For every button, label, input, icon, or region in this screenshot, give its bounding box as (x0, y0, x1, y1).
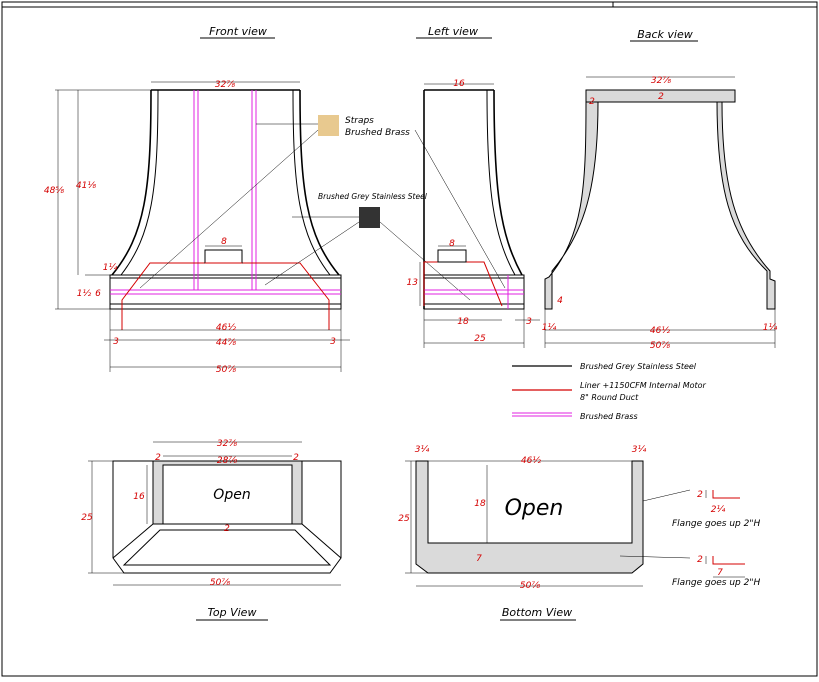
dim-left-depth: 25 (474, 334, 486, 344)
brass-leader-left (414, 129, 506, 289)
front-view-title: Front view (209, 25, 267, 38)
dim-top-width-c: 50⅞ (210, 578, 230, 588)
dim-back-wall-a: 2 (589, 97, 595, 107)
dim-top-total-depth: 25 (81, 513, 93, 523)
steel-callout-label: Brushed Grey Stainless Steel (318, 192, 428, 201)
back-right-wall (586, 89, 776, 310)
legend-liner-label: Liner +1150CFM Internal Motor (580, 381, 707, 390)
front-view: 32⅞ 48⅝ 41⅛ 1¼ 6 1½ 8 46½ 44⅞ 50⅞ 3 3 (44, 80, 350, 375)
dim-front-width-a: 46½ (216, 323, 236, 333)
left-front-curve (493, 89, 523, 276)
dim-left-height: 13 (407, 278, 419, 288)
dim-front-body-height: 41⅛ (76, 181, 96, 191)
view-titles: Front view Left view Back view Top View … (196, 25, 698, 621)
dim-front-band-gap: 1¼ (103, 263, 118, 273)
flange-note-b: Flange goes up 2"H (672, 578, 760, 588)
flange-dim-c-label: 2 (697, 555, 703, 565)
dim-front-side-a: 3 (113, 337, 119, 347)
bottom-tray (415, 460, 644, 574)
back-left-wall (544, 89, 736, 310)
left-view: 16 8 13 18 3 25 (407, 79, 540, 348)
dim-back-flange-b: 1¼ (763, 323, 778, 333)
dim-top-depth: 16 (133, 492, 145, 502)
bottom-view: 3¼ 3¼ 46½ 18 25 7 50⅞ Open (398, 445, 646, 591)
left-liner (423, 261, 503, 307)
dim-top-wall-a: 2 (155, 453, 161, 463)
steel-swatch (359, 207, 380, 228)
dim-bottom-width: 46½ (521, 456, 541, 466)
flange-details: 2 2¼ Flange goes up 2"H 2 7 Flange goes … (619, 489, 760, 588)
flange-profile-b (712, 556, 745, 565)
dim-top-width-b: 28⅞ (217, 456, 237, 466)
brass-leader-band (139, 129, 319, 289)
dim-front-top-width: 32⅞ (215, 80, 235, 90)
left-collar (437, 249, 467, 263)
dim-left-collar: 8 (449, 239, 455, 249)
dim-left-liner: 18 (457, 317, 469, 327)
back-view-title: Back view (637, 28, 693, 41)
straps-label: Straps (345, 116, 374, 126)
front-liner (121, 262, 330, 330)
dim-front-band-label-b: 1½ (77, 289, 92, 299)
brass-swatch (318, 115, 339, 136)
dim-bottom-flange-b: 3¼ (632, 445, 647, 455)
dim-back-width-a: 46½ (650, 326, 670, 336)
dim-back-top: 32⅞ (651, 76, 671, 86)
dim-top-inner: 2 (224, 524, 230, 534)
steel-leader-left (379, 221, 471, 301)
back-view: 32⅞ 2 2 4 1¼ 1¼ 46½ 50⅞ (542, 76, 778, 351)
dim-back-flange-a: 1¼ (542, 323, 557, 333)
bottom-open-label: Open (505, 496, 564, 521)
dim-bottom-total-depth: 25 (398, 514, 410, 524)
dim-front-width-b: 44⅞ (216, 338, 236, 348)
flange-leader-b (619, 555, 691, 559)
dim-back-wall-b: 2 (658, 92, 664, 102)
front-band (109, 274, 342, 310)
top-view: 32⅞ 28⅞ 2 2 16 25 2 50⅞ Open (81, 439, 342, 588)
dim-top-wall-b: 2 (293, 453, 299, 463)
dim-left-top: 16 (453, 79, 465, 89)
dim-bottom-band: 7 (476, 554, 482, 564)
dim-front-collar: 8 (221, 237, 227, 247)
left-view-title: Left view (428, 25, 478, 38)
dim-back-flange-h: 4 (557, 296, 563, 306)
dim-front-side-b: 3 (330, 337, 336, 347)
dim-bottom-flange-a: 3¼ (415, 445, 430, 455)
straps-material-label: Brushed Brass (345, 128, 410, 138)
flange-leader-a (642, 489, 691, 502)
legend-steel-label: Brushed Grey Stainless Steel (580, 362, 697, 371)
top-view-title: Top View (208, 606, 257, 619)
dim-bottom-depth: 18 (474, 499, 486, 509)
legend-duct-label: 8" Round Duct (580, 393, 639, 402)
steel-leader-front (264, 221, 360, 286)
dim-top-width-a: 32⅞ (217, 439, 237, 449)
top-opening (162, 464, 293, 525)
bottom-view-title: Bottom View (502, 606, 572, 619)
dim-front-total-height: 48⅝ (44, 186, 64, 196)
front-left-curve-inner (120, 89, 159, 276)
flange-dim-a-label: 2 (697, 490, 703, 500)
top-bottom-inner (122, 529, 332, 566)
dim-front-width-c: 50⅞ (216, 365, 236, 375)
flange-dim-d-label: 7 (717, 568, 723, 578)
front-left-curve (111, 89, 152, 276)
top-chimney-lines (112, 523, 342, 559)
flange-profile-a (712, 490, 740, 499)
legend-brass-label: Brushed Brass (580, 412, 638, 421)
callouts: Straps Brushed Brass Brushed Grey Stainl… (139, 115, 506, 301)
dim-front-band-height: 6 (95, 289, 101, 299)
dim-bottom-width-b: 50⅞ (520, 581, 540, 591)
flange-dim-b-label: 2¼ (711, 505, 726, 515)
front-collar (204, 249, 243, 264)
legend: Brushed Grey Stainless Steel Liner +1150… (512, 362, 707, 421)
top-open-label: Open (213, 487, 250, 503)
dim-back-width-b: 50⅞ (650, 341, 670, 351)
left-front-curve-inner (486, 89, 516, 276)
dim-left-side: 3 (526, 317, 532, 327)
flange-note-a: Flange goes up 2"H (672, 519, 760, 529)
